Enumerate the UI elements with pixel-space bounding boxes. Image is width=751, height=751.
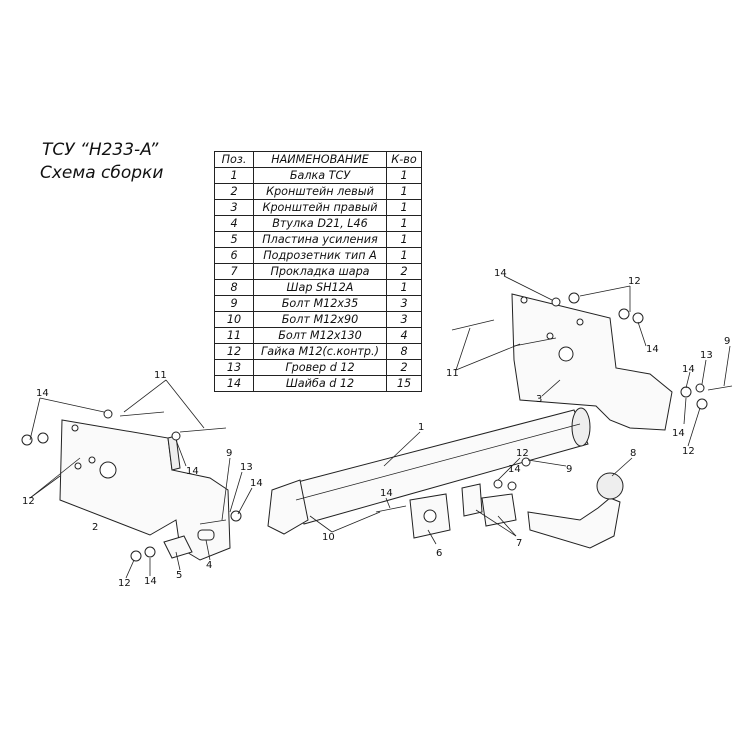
callouts: 14 12 11 14 2 9 13 14 5 4 12 14 1 10 14 … [22, 268, 730, 589]
row-name: Болт M12x90 [253, 311, 387, 328]
callout-12: 12 [682, 446, 695, 457]
callout-9: 9 [566, 464, 572, 475]
sleeve [197, 529, 215, 541]
row-name: Шайба d 12 [253, 375, 387, 392]
main-beam [267, 407, 591, 535]
right-bracket [511, 293, 673, 431]
callout-10: 10 [322, 532, 335, 543]
callout-13: 13 [240, 462, 253, 473]
callout-14: 14 [144, 576, 157, 587]
callout-14: 14 [250, 478, 263, 489]
socket-plate [409, 493, 451, 539]
callout-11: 11 [446, 368, 459, 379]
bolts [119, 319, 733, 525]
row-name: Шар SH12A [253, 279, 387, 296]
row-quantity: 1 [386, 183, 422, 200]
row-quantity: 15 [386, 375, 422, 392]
callout-7: 7 [516, 538, 522, 549]
callout-12: 12 [22, 496, 35, 507]
row-quantity: 1 [386, 167, 422, 184]
callout-9: 9 [226, 448, 232, 459]
callout-4: 4 [206, 560, 212, 571]
callout-14: 14 [646, 344, 659, 355]
callout-3: 3 [536, 394, 542, 405]
callout-13: 13 [700, 350, 713, 361]
reinforcement-plate [163, 535, 193, 559]
drawing-subtitle: Схема сборки [40, 163, 164, 183]
callout-14: 14 [494, 268, 507, 279]
callout-12: 12 [516, 448, 529, 459]
callout-14: 14 [682, 364, 695, 375]
row-name: Кронштейн левый [253, 183, 387, 200]
callout-2: 2 [92, 522, 98, 533]
tow-ball-arm [527, 472, 624, 549]
callout-14: 14 [36, 388, 49, 399]
row-position: 14 [214, 375, 254, 392]
row-name: Подрозетник тип A [253, 247, 387, 264]
callout-9: 9 [724, 336, 730, 347]
callout-14: 14 [186, 466, 199, 477]
row-quantity: 2 [386, 263, 422, 280]
row-position: 11 [214, 327, 254, 344]
callout-1: 1 [418, 422, 424, 433]
left-bracket [59, 419, 231, 561]
row-name: Прокладка шара [253, 263, 387, 280]
callout-12: 12 [628, 276, 641, 287]
header-name: НАИМЕНОВАНИЕ [253, 151, 387, 168]
callout-6: 6 [436, 548, 442, 559]
callout-12: 12 [118, 578, 131, 589]
callout-14: 14 [508, 464, 521, 475]
row-name: Гровер d 12 [253, 359, 387, 376]
row-name: Пластина усиления [253, 231, 387, 248]
callout-14: 14 [672, 428, 685, 439]
callout-11: 11 [154, 370, 167, 381]
callout-5: 5 [176, 570, 182, 581]
parts-table-header: Поз. НАИМЕНОВАНИЕ К-во [214, 151, 422, 168]
leader-lines [29, 275, 731, 579]
header-position: Поз. [214, 151, 254, 168]
callout-14: 14 [380, 488, 393, 499]
drawing-title: ТСУ “H233-A” [42, 140, 159, 160]
nuts-washers [21, 292, 708, 562]
ball-spacers [461, 483, 517, 527]
callout-8: 8 [630, 448, 636, 459]
